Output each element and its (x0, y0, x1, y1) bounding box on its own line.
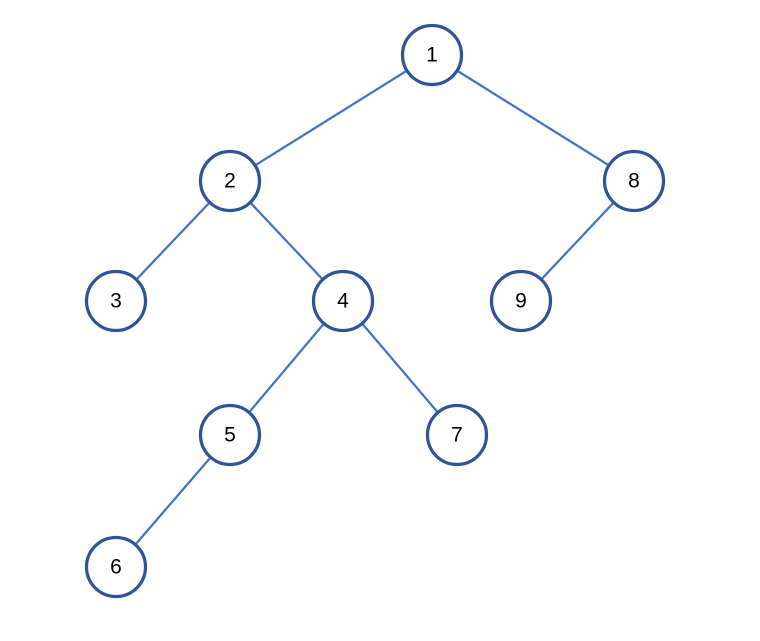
tree-node-8: 8 (602, 149, 666, 213)
tree-node-4: 4 (311, 269, 375, 333)
node-circle (84, 269, 148, 333)
node-label: 1 (426, 44, 438, 67)
tree-node-6: 6 (84, 535, 148, 599)
node-circle (198, 149, 262, 213)
node-label: 3 (110, 290, 122, 313)
tree-node-9: 9 (489, 269, 553, 333)
tree-node-1: 1 (400, 23, 464, 87)
node-circle (198, 403, 262, 467)
node-circle (489, 269, 553, 333)
tree-node-3: 3 (84, 269, 148, 333)
node-circle (400, 23, 464, 87)
node-label: 4 (337, 290, 349, 313)
node-circle (84, 535, 148, 599)
node-circle (602, 149, 666, 213)
node-label: 9 (515, 290, 527, 313)
node-label: 6 (110, 556, 122, 579)
node-circle (311, 269, 375, 333)
node-label: 5 (224, 424, 236, 447)
tree-edge-1-2 (229, 54, 433, 182)
tree-node-5: 5 (198, 403, 262, 467)
tree-node-2: 2 (198, 149, 262, 213)
node-label: 7 (451, 424, 463, 447)
node-label: 2 (224, 170, 236, 193)
tree-node-7: 7 (425, 403, 489, 467)
tree-edge-1-8 (431, 54, 635, 182)
node-label: 8 (628, 170, 640, 193)
node-circle (425, 403, 489, 467)
